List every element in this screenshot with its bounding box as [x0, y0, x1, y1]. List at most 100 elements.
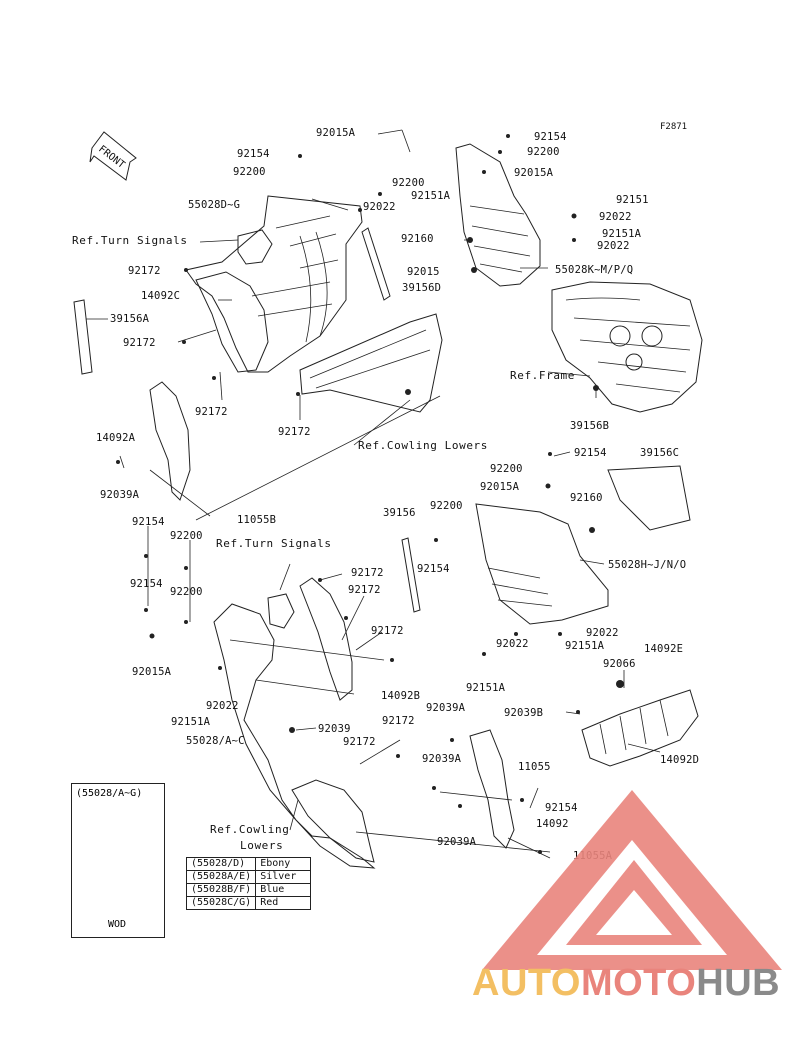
callout-92200: 92200: [490, 463, 523, 475]
callout-39156: 39156: [383, 507, 416, 519]
watermark-part-moto: MOTO: [580, 962, 697, 1004]
callout-39156a: 39156A: [110, 313, 150, 325]
callout-55028-a-c: 55028/A~C: [186, 735, 245, 747]
callout-14092e: 14092E: [644, 643, 684, 655]
duct-14092d: [581, 689, 699, 767]
ref-cowling-lowers: Ref.Cowling Lowers: [358, 439, 489, 452]
callout-92172: 92172: [382, 715, 415, 727]
callout-39156b: 39156B: [570, 420, 610, 432]
callout-92039a: 92039A: [422, 753, 462, 765]
callout-11055: 11055: [518, 761, 551, 773]
callout-92154: 92154: [237, 148, 270, 160]
leader-lines: [86, 129, 661, 859]
turn-signal-bracket: [237, 229, 273, 265]
callout-92015a: 92015A: [316, 127, 356, 139]
table-row: (55028/D) Ebony: [185, 857, 312, 871]
callout-92172: 92172: [195, 406, 228, 418]
callout-92172: 92172: [343, 736, 376, 748]
callout-92200: 92200: [233, 166, 266, 178]
bracket-14092a: [149, 381, 191, 501]
inner-fairing-14092c: [195, 271, 269, 373]
ref-frame: Ref.Frame: [510, 369, 576, 382]
callout-14092c: 14092C: [141, 290, 181, 302]
callout-92172: 92172: [128, 265, 161, 277]
table-cell-part: (55028A/E): [185, 870, 257, 884]
table-cell-part: (55028C/G): [185, 896, 257, 910]
table-cell-color: Red: [255, 896, 312, 910]
table-row: (55028A/E) Silver: [185, 870, 312, 884]
table-cell-color: Ebony: [255, 857, 312, 871]
left-side-cowl: [213, 603, 376, 869]
ref-cowling-lowers-2b: Lowers: [240, 839, 284, 852]
callout-92200: 92200: [430, 500, 463, 512]
callout-92200: 92200: [392, 177, 425, 189]
callout-92039a: 92039A: [100, 489, 140, 501]
lower-cowl-piece: [291, 779, 375, 863]
panel-39156c: [607, 465, 691, 531]
inset-code: WOD: [108, 919, 127, 930]
callout-92200: 92200: [170, 530, 203, 542]
lower-strip: [299, 313, 443, 413]
watermark-text: AUTOMOTOHUB: [472, 962, 780, 1005]
callout-14092: 14092: [536, 818, 569, 830]
callout-92022: 92022: [597, 240, 630, 252]
table-cell-color: Blue: [255, 883, 312, 897]
callout-92151a: 92151A: [602, 228, 642, 240]
callout-92160: 92160: [570, 492, 603, 504]
callout-92022: 92022: [586, 627, 619, 639]
callout-55028h-o: 55028H~J/N/O: [608, 559, 687, 571]
callout-92172: 92172: [123, 337, 156, 349]
callout-55028d-g: 55028D~G: [188, 199, 241, 211]
callout-92172: 92172: [348, 584, 381, 596]
callout-92172: 92172: [351, 567, 384, 579]
watermark-part-hub: HUB: [696, 962, 781, 1004]
right-upper-cowl: [455, 143, 541, 287]
callout-92039b: 92039B: [504, 707, 544, 719]
table-row: (55028B/F) Blue: [185, 883, 312, 897]
callout-92172: 92172: [371, 625, 404, 637]
callout-92151a: 92151A: [565, 640, 605, 652]
callout-11055b: 11055B: [237, 514, 277, 526]
callout-92066: 92066: [603, 658, 636, 670]
inset-box: (55028/A~G) WOD: [71, 783, 165, 938]
inset-title: (55028/A~G): [76, 788, 143, 799]
callout-92015a: 92015A: [132, 666, 172, 678]
callout-14092d: 14092D: [660, 754, 700, 766]
callout-92154: 92154: [534, 131, 567, 143]
callout-92015: 92015: [407, 266, 440, 278]
figure-code: F2871: [660, 122, 688, 132]
callout-92022: 92022: [496, 638, 529, 650]
callout-92154: 92154: [132, 516, 165, 528]
seal-39156d: [361, 227, 391, 301]
callout-92039: 92039: [318, 723, 351, 735]
callout-92172: 92172: [278, 426, 311, 438]
callout-92039a: 92039A: [426, 702, 466, 714]
watermark-logo: [482, 790, 782, 970]
callout-92022: 92022: [206, 700, 239, 712]
callout-92154: 92154: [130, 578, 163, 590]
table-cell-color: Silver: [255, 870, 312, 884]
table-cell-part: (55028/D): [185, 857, 257, 871]
callout-92015a: 92015A: [480, 481, 520, 493]
callout-39156c: 39156C: [640, 447, 680, 459]
callout-92200: 92200: [527, 146, 560, 158]
ref-cowling-lowers-2: Ref.Cowling: [210, 823, 290, 836]
ref-turn-signals: Ref.Turn Signals: [72, 234, 188, 247]
seal-39156a: [73, 299, 93, 375]
callout-92154: 92154: [545, 802, 578, 814]
callout-92151a: 92151A: [171, 716, 211, 728]
upper-cowl-part: [185, 195, 363, 373]
callout-92151a: 92151A: [411, 190, 451, 202]
callout-92151: 92151: [616, 194, 649, 206]
callout-92151a: 92151A: [466, 682, 506, 694]
callout-92022: 92022: [363, 201, 396, 213]
callout-14092a: 14092A: [96, 432, 136, 444]
fasteners: [116, 134, 624, 854]
callout-92154: 92154: [574, 447, 607, 459]
turn-signal-lower: [267, 593, 295, 629]
callout-92160: 92160: [401, 233, 434, 245]
callout-92200: 92200: [170, 586, 203, 598]
frame-ref: [551, 281, 703, 413]
watermark-part-auto: AUTO: [472, 962, 581, 1004]
